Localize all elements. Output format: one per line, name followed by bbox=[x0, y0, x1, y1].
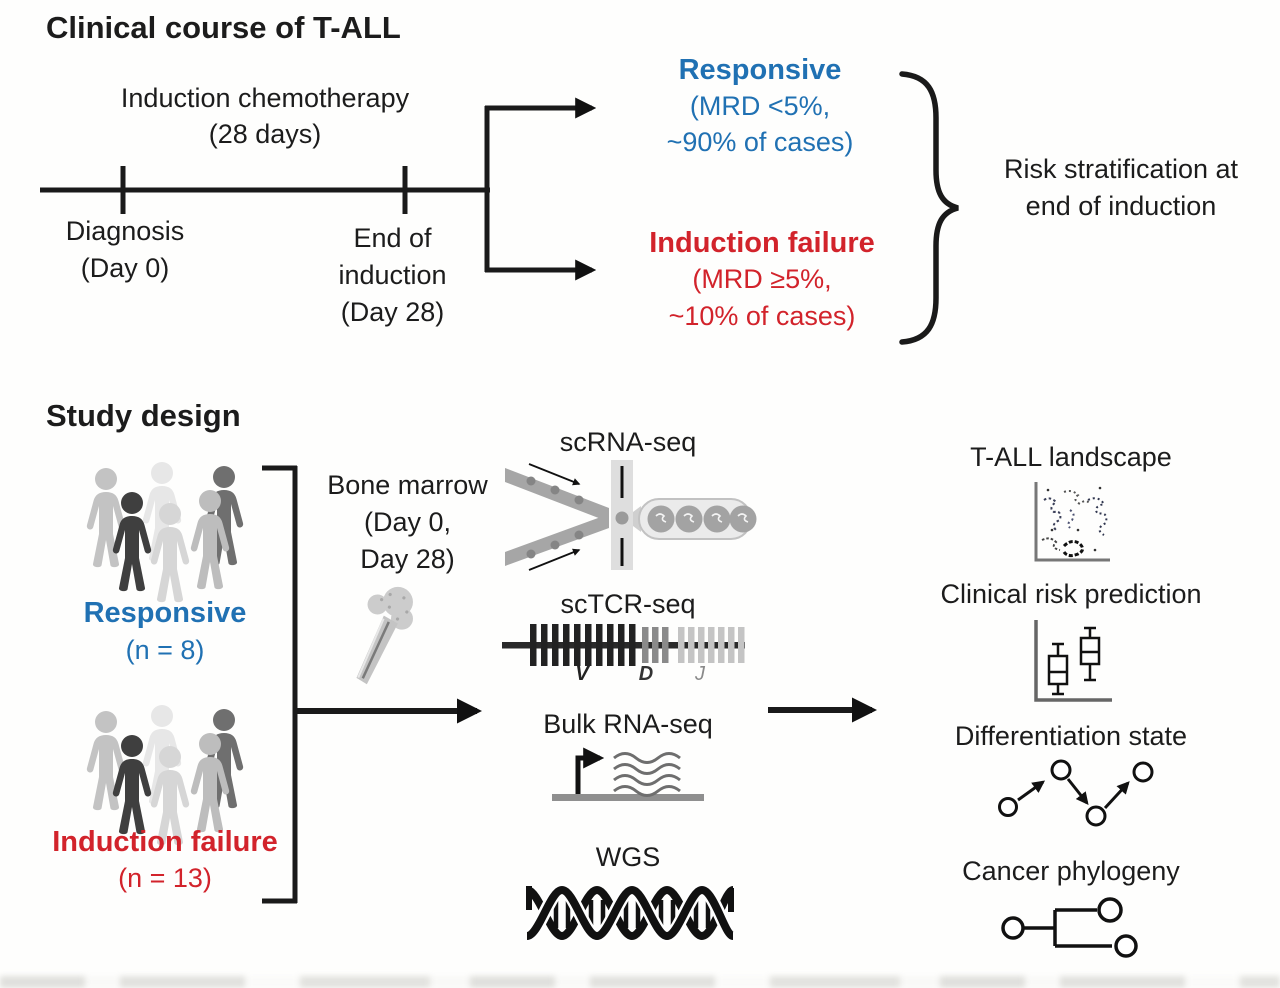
vdj-segment-d-label: D bbox=[638, 663, 654, 685]
risk-note-line1: Risk stratification at bbox=[1003, 154, 1239, 184]
failure-outcome-detail1: (MRD ≥5%, bbox=[692, 264, 832, 294]
umap-scatter-icon bbox=[1034, 482, 1110, 562]
cohort-responsive-n: (n = 8) bbox=[125, 635, 205, 665]
responsive-outcome-label: Responsive bbox=[678, 54, 842, 86]
end-of-induction-label-line2: induction bbox=[338, 260, 447, 290]
failure-outcome-label: Induction failure bbox=[649, 227, 875, 259]
outcome-branch-arrows bbox=[484, 97, 597, 281]
diagnosis-label-line2: (Day 0) bbox=[80, 253, 170, 283]
assay-sctcr-label: scTCR-seq bbox=[560, 589, 696, 619]
clinical-course-title: Clinical course of T-ALL bbox=[46, 10, 401, 45]
induction-chemo-label-line1: Induction chemotherapy bbox=[120, 83, 410, 113]
induction-chemo-label-line2: (28 days) bbox=[208, 119, 322, 149]
microfluidics-droplet-icon bbox=[505, 460, 757, 571]
curly-brace bbox=[899, 71, 959, 345]
dna-helix-icon bbox=[524, 883, 737, 943]
cohort-failure-label: Induction failure bbox=[52, 826, 278, 858]
bone-marrow-label-line3: Day 28) bbox=[360, 544, 455, 574]
bone-icon bbox=[356, 586, 413, 685]
diagnosis-label-line1: Diagnosis bbox=[65, 216, 185, 246]
failure-outcome-detail2: ~10% of cases) bbox=[668, 301, 856, 331]
cropped-next-row-strip bbox=[0, 976, 1280, 988]
output-landscape-label: T-ALL landscape bbox=[970, 442, 1172, 472]
boxplot-icon bbox=[1034, 620, 1112, 702]
assay-bulkrna-label: Bulk RNA-seq bbox=[543, 709, 713, 739]
study-design-title: Study design bbox=[46, 398, 241, 433]
output-phylogeny-label: Cancer phylogeny bbox=[962, 856, 1180, 886]
patient-group-failure-icon bbox=[86, 705, 244, 846]
risk-note-line2: end of induction bbox=[1025, 191, 1217, 221]
bone-marrow-label-line2: (Day 0, bbox=[363, 507, 452, 537]
vdj-segment-v-label: V bbox=[575, 663, 589, 685]
end-of-induction-label-line1: End of bbox=[353, 223, 432, 253]
assay-wgs-label: WGS bbox=[595, 842, 661, 872]
phylogeny-tree-icon bbox=[1001, 897, 1138, 958]
responsive-outcome-detail2: ~90% of cases) bbox=[666, 127, 854, 157]
responsive-outcome-detail1: (MRD <5%, bbox=[689, 91, 831, 121]
bone-marrow-label-line1: Bone marrow bbox=[327, 470, 488, 500]
gene-transcription-icon bbox=[552, 747, 704, 801]
patient-group-responsive-icon bbox=[86, 462, 244, 603]
cohort-failure-n: (n = 13) bbox=[118, 863, 212, 893]
end-of-induction-label-line3: (Day 28) bbox=[340, 297, 445, 327]
vdj-segment-j-label: J bbox=[695, 663, 705, 685]
output-differentiation-label: Differentiation state bbox=[954, 721, 1188, 751]
timeline-axis bbox=[40, 166, 490, 214]
output-risk-prediction-label: Clinical risk prediction bbox=[940, 579, 1202, 609]
cohort-responsive-label: Responsive bbox=[83, 597, 247, 629]
trajectory-icon bbox=[998, 759, 1154, 827]
assay-scrna-label: scRNA-seq bbox=[559, 427, 697, 457]
vdj-segments-icon bbox=[502, 624, 745, 666]
cohort-bracket bbox=[262, 465, 298, 904]
